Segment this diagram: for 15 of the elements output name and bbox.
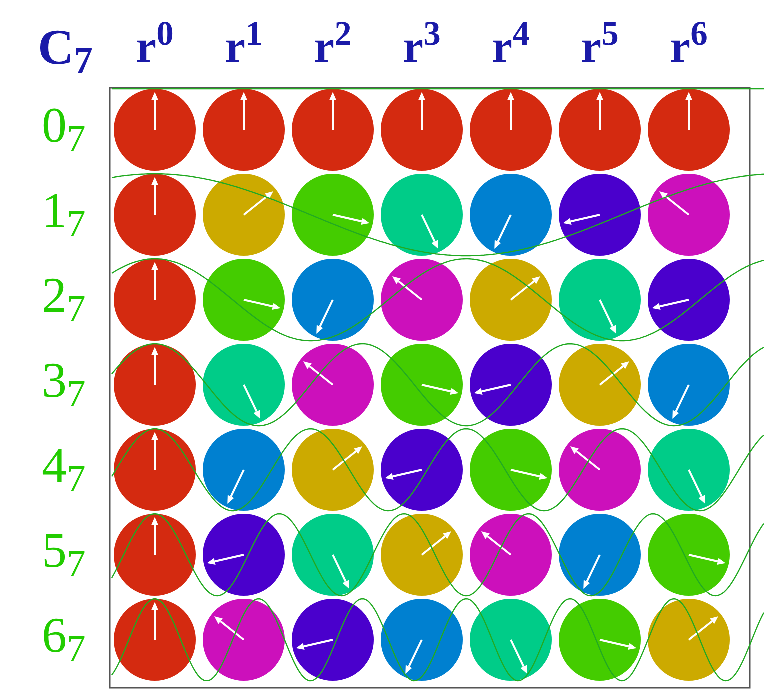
column-header: r$^{3}$: [402, 24, 442, 70]
column-header: r$^{6}$: [669, 24, 709, 70]
row-header: 0$_{7}$: [42, 100, 87, 150]
column-header: r$^{4}$: [491, 24, 531, 70]
column-header: r$^{0}$: [135, 24, 175, 70]
row-header: 5$_{7}$: [42, 525, 87, 575]
row-header: 2$_{7}$: [42, 270, 87, 320]
row-header: 4$_{7}$: [42, 440, 87, 490]
column-header: r$^{1}$: [224, 24, 264, 70]
column-header: r$^{5}$: [580, 24, 620, 70]
group-label: C$_{7}$: [38, 22, 93, 72]
column-header: r$^{2}$: [313, 24, 353, 70]
row-header: 1$_{7}$: [42, 185, 87, 235]
row-header: 6$_{7}$: [42, 610, 87, 660]
row-header: 3$_{7}$: [42, 355, 87, 405]
